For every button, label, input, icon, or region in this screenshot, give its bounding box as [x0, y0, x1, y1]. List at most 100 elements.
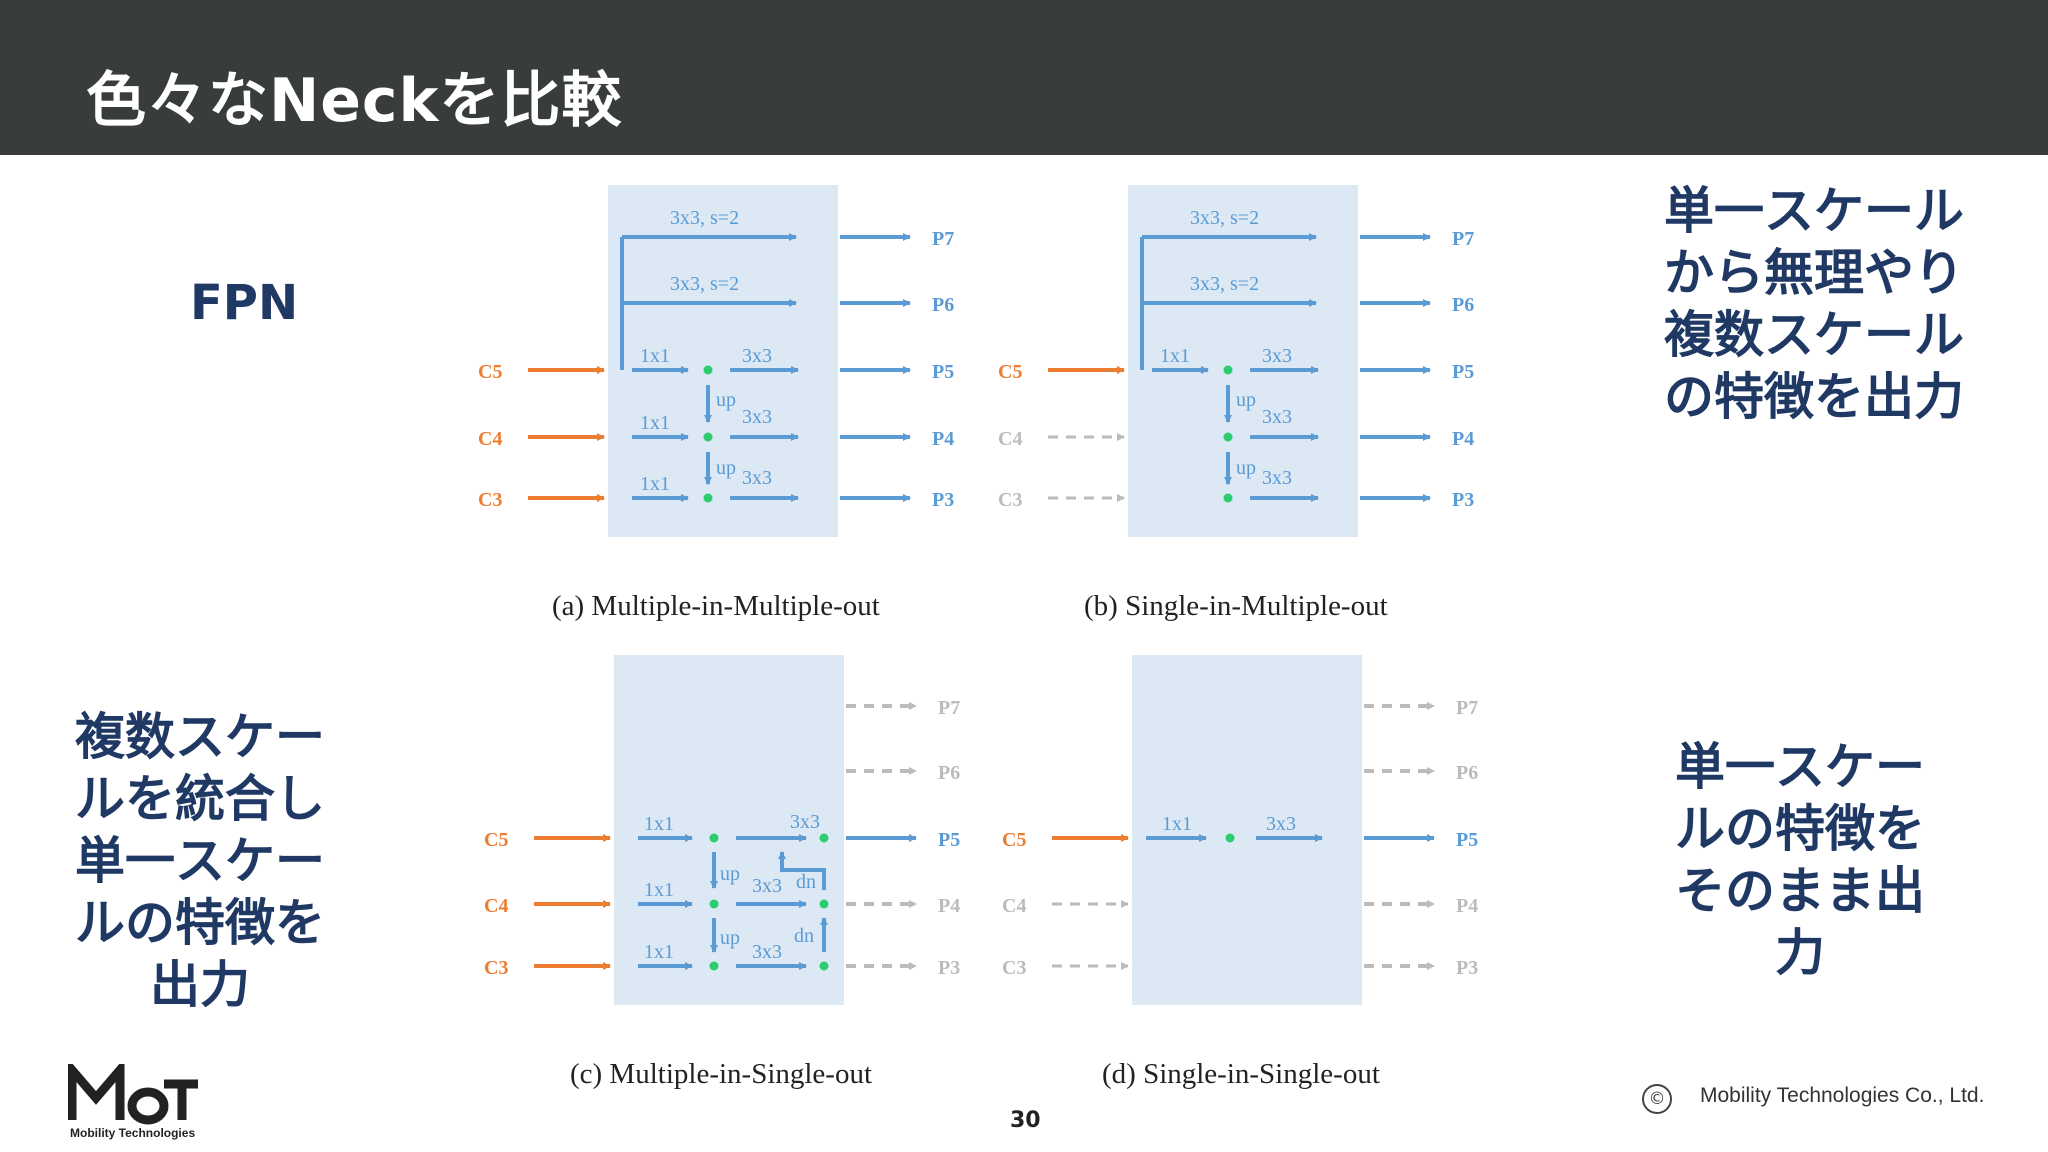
note-line: 出力 [150, 956, 250, 1014]
node-dot [703, 493, 713, 503]
conv3-label: 3x3 [742, 345, 772, 367]
output-label-p5: P5 [932, 361, 954, 383]
note-line: ルを統合し [75, 770, 325, 828]
input-label-c3: C3 [484, 957, 508, 979]
conv3-label: 3x3 [1262, 467, 1292, 489]
node-dot [703, 432, 713, 442]
node-dot [709, 899, 719, 909]
note-line: 複数スケール [1664, 306, 1964, 364]
conv1-label: 1x1 [644, 813, 674, 835]
output-label-p4: P4 [1452, 428, 1474, 450]
note-line: の特徴を出力 [1664, 368, 1964, 426]
conv1-label: 1x1 [644, 941, 674, 963]
conv-s2-label: 3x3, s=2 [670, 207, 739, 229]
output-label-p6: P6 [938, 762, 960, 784]
note-line: 力 [1775, 924, 1825, 982]
slide-title: 色々なNeckを比較 [86, 66, 623, 136]
conv1-label: 1x1 [1162, 813, 1192, 835]
note-single-to-single: 単一スケー ルの特徴を そのまま出 力 [1660, 736, 1940, 984]
caption-b: (b) Single-in-Multiple-out [1084, 590, 1388, 622]
output-label-p5: P5 [1452, 361, 1474, 383]
note-line: 単一スケール [1664, 182, 1964, 240]
panel-d-bg [1132, 655, 1362, 1005]
output-label-p6: P6 [1452, 294, 1474, 316]
output-label-p4: P4 [938, 895, 960, 917]
output-label-p5: P5 [1456, 829, 1478, 851]
conv3-label: 3x3 [752, 875, 782, 897]
panel-b-bg [1128, 185, 1358, 537]
input-label-c4: C4 [1002, 895, 1026, 917]
conv-s2-label: 3x3, s=2 [1190, 207, 1259, 229]
input-label-c4: C4 [478, 428, 502, 450]
fpn-label: FPN [190, 272, 298, 334]
input-label-c5: C5 [478, 361, 502, 383]
note-line: ルの特徴を [1675, 800, 1925, 858]
output-label-p3: P3 [1456, 957, 1478, 979]
input-label-c5: C5 [484, 829, 508, 851]
conv3-label: 3x3 [1262, 406, 1292, 428]
up-label: up [716, 457, 736, 479]
up-label: up [716, 389, 736, 411]
panel-c-bg [614, 655, 844, 1005]
node-dot [819, 961, 829, 971]
output-label-p5: P5 [938, 829, 960, 851]
node-dot [709, 961, 719, 971]
up-label: up [720, 863, 740, 885]
output-label-p4: P4 [1456, 895, 1478, 917]
output-label-p3: P3 [1452, 489, 1474, 511]
conv1-label: 1x1 [640, 412, 670, 434]
conv1-label: 1x1 [644, 879, 674, 901]
note-line: ルの特徴を [75, 894, 325, 952]
page-number: 30 [1010, 1108, 1041, 1133]
node-dot [1223, 432, 1233, 442]
input-label-c4: C4 [998, 428, 1022, 450]
note-line: 単一スケー [75, 832, 325, 890]
conv1-label: 1x1 [640, 345, 670, 367]
caption-d: (d) Single-in-Single-out [1102, 1058, 1380, 1090]
logo-text: Mobility Technologies [70, 1126, 196, 1140]
header-bar: 色々なNeckを比較 [0, 0, 2048, 155]
copyright-icon: © [1642, 1084, 1672, 1114]
conv1-label: 1x1 [1160, 345, 1190, 367]
note-single-to-multi: 単一スケール から無理やり 複数スケール の特徴を出力 [1664, 180, 1964, 428]
conv1-label: 1x1 [640, 473, 670, 495]
mot-logo-icon [68, 1064, 198, 1125]
up-label: up [1236, 457, 1256, 479]
conv3-label: 3x3 [790, 811, 820, 833]
note-multi-to-single: 複数スケー ルを統合し 単一スケー ルの特徴を 出力 [60, 706, 340, 1016]
node-dot [1223, 493, 1233, 503]
output-label-p4: P4 [932, 428, 954, 450]
node-dot [1225, 833, 1235, 843]
input-label-c5: C5 [1002, 829, 1026, 851]
caption-a: (a) Multiple-in-Multiple-out [552, 590, 880, 622]
dn-label: dn [796, 871, 816, 893]
output-label-p3: P3 [932, 489, 954, 511]
node-dot [709, 833, 719, 843]
output-label-p3: P3 [938, 957, 960, 979]
node-dot [819, 833, 829, 843]
dn-arrow [778, 851, 826, 890]
note-line: 単一スケー [1675, 738, 1925, 796]
copyright-text: Mobility Technologies Co., Ltd. [1700, 1084, 1985, 1107]
conv-s2-label: 3x3, s=2 [670, 273, 739, 295]
output-label-p6: P6 [932, 294, 954, 316]
panel-a-bg [608, 185, 838, 537]
conv-s2-label: 3x3, s=2 [1190, 273, 1259, 295]
caption-c: (c) Multiple-in-Single-out [570, 1058, 873, 1090]
note-line: から無理やり [1664, 244, 1964, 302]
note-line: そのまま出 [1675, 862, 1925, 920]
node-dot [703, 365, 713, 375]
conv3-label: 3x3 [752, 941, 782, 963]
output-label-p7: P7 [1456, 697, 1478, 719]
node-dot [819, 899, 829, 909]
output-label-p7: P7 [1452, 228, 1474, 250]
up-label: up [1236, 389, 1256, 411]
output-label-p7: P7 [932, 228, 954, 250]
input-label-c4: C4 [484, 895, 508, 917]
conv3-label: 3x3 [1266, 813, 1296, 835]
conv3-label: 3x3 [742, 467, 772, 489]
node-dot [1223, 365, 1233, 375]
up-label: up [720, 927, 740, 949]
input-label-c3: C3 [1002, 957, 1026, 979]
